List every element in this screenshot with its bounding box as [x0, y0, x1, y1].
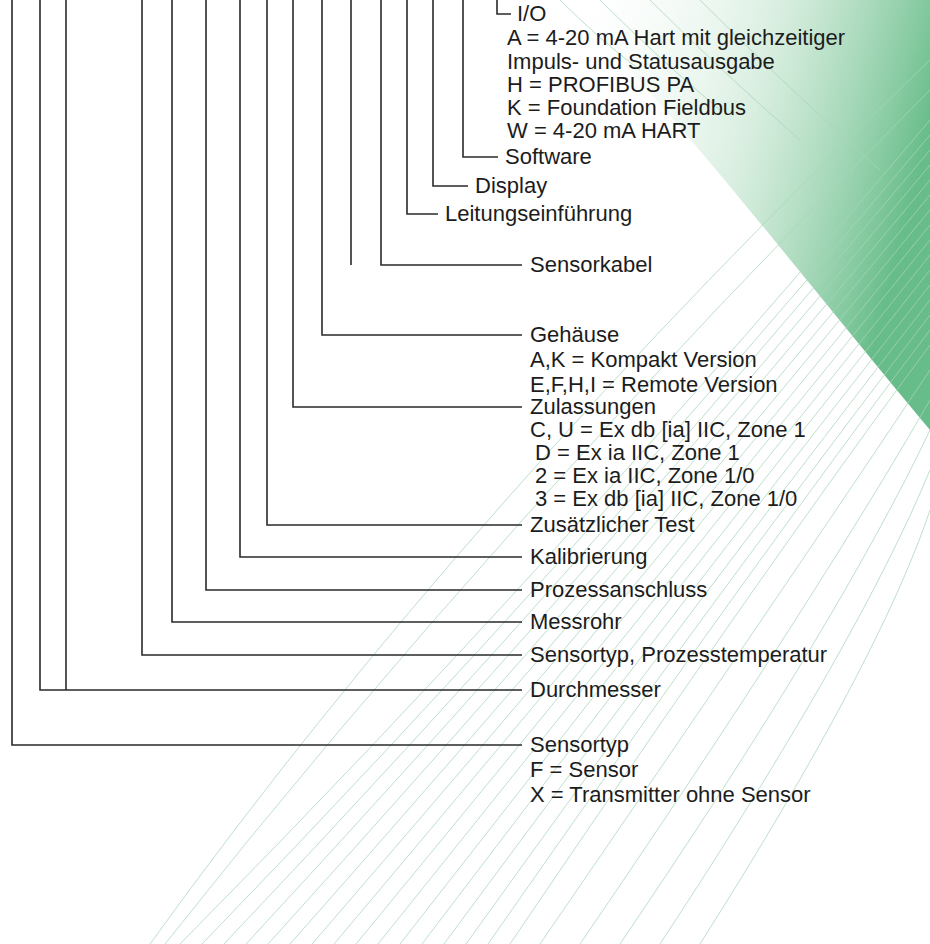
slot-name: Durchmesser: [530, 678, 661, 702]
slot-name: Display: [475, 174, 547, 198]
wave-hatching: [150, 0, 930, 944]
option-code: X = Transmitter ohne Sensor: [530, 783, 811, 807]
option-code: H = PROFIBUS PA: [507, 73, 694, 97]
slot-name: Sensortyp, Prozesstemperatur: [530, 643, 827, 667]
slot-name: Kalibrierung: [530, 545, 647, 569]
slot-name: Gehäuse: [530, 323, 619, 347]
slot-name: Leitungseinführung: [445, 202, 632, 226]
option-code: A,K = Kompakt Version: [530, 348, 757, 372]
slot-name: Software: [505, 145, 592, 169]
leader-lines: [12, 0, 522, 745]
slot-name: Sensorkabel: [530, 253, 652, 277]
slot-name: Sensortyp: [530, 733, 629, 757]
option-code: 3 = Ex db [ia] IIC, Zone 1/0: [535, 487, 797, 511]
slot-name: Messrohr: [530, 610, 622, 634]
option-code: 2 = Ex ia IIC, Zone 1/0: [535, 464, 755, 488]
option-code: W = 4-20 mA HART: [507, 119, 700, 143]
option-code: F = Sensor: [530, 758, 638, 782]
slot-name: Prozessanschluss: [530, 578, 707, 602]
slot-name: Zulassungen: [530, 395, 656, 419]
option-code: E,F,H,I = Remote Version: [530, 373, 778, 397]
option-code: A = 4-20 mA Hart mit gleichzeitiger Impu…: [507, 26, 872, 74]
option-code: D = Ex ia IIC, Zone 1: [535, 441, 740, 465]
slot-name: I/O: [517, 2, 546, 26]
option-code: K = Foundation Fieldbus: [507, 96, 746, 120]
slot-name: Zusätzlicher Test: [530, 513, 695, 537]
option-code: C, U = Ex db [ia] IIC, Zone 1: [530, 418, 806, 442]
